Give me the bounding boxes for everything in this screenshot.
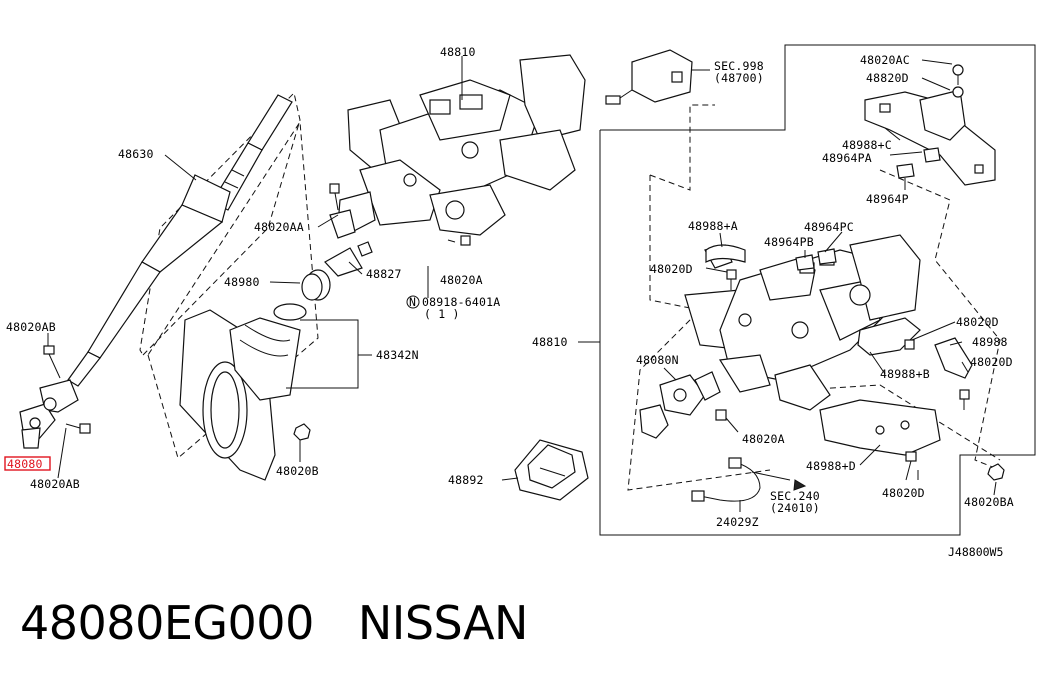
label-48892: 48892 [448, 473, 484, 487]
bracket-48988A [705, 244, 746, 290]
part-number: 48080EG000 [20, 596, 314, 650]
label-48988B: 48988+B [880, 367, 930, 381]
part-caption: 48080EG000 NISSAN [20, 596, 528, 650]
column-assembly-right [684, 234, 921, 411]
label-48964PC: 48964PC [804, 220, 854, 234]
brand-name: NISSAN [357, 596, 529, 650]
label-48020BA: 48020BA [964, 495, 1014, 509]
label-48020AB-bottom: 48020AB [30, 477, 80, 491]
nut-48020B [293, 423, 311, 441]
label-48020AB-left: 48020AB [6, 320, 56, 334]
label-08918: 08918-6401A [422, 295, 500, 309]
pad-48964PB [795, 254, 815, 271]
label-48342N: 48342N [376, 348, 419, 362]
label-48820D: 48820D [866, 71, 909, 85]
label-48810-top: 48810 [440, 45, 476, 59]
label-48020D-c: 48020D [970, 355, 1013, 369]
universal-joint-48080N [639, 371, 721, 439]
label-48080N: 48080N [636, 353, 679, 367]
bracket-48988C [864, 64, 996, 186]
seal-48980 [273, 269, 331, 321]
label-48630: 48630 [118, 147, 154, 161]
leader-lines [47, 56, 997, 512]
label-48964PA: 48964PA [822, 151, 872, 165]
label-24029Z: 24029Z [716, 515, 759, 529]
nut-48020BA [987, 463, 1005, 481]
label-48988C: 48988+C [842, 138, 892, 152]
cover-48892 [514, 439, 589, 501]
label-sec240-ref: (24010) [770, 501, 820, 515]
label-48020AA: 48020AA [254, 220, 304, 234]
universal-joint [19, 379, 79, 449]
label-48020D-d: 48020D [882, 486, 925, 500]
label-08918-qty: ( 1 ) [424, 307, 460, 321]
label-48827: 48827 [366, 267, 402, 281]
label-48020B: 48020B [276, 464, 319, 478]
column-assembly-dashed-frame [147, 120, 319, 459]
bracket-48988D [819, 399, 941, 456]
label-48988: 48988 [972, 335, 1008, 349]
label-sec998-ref: (48700) [714, 71, 764, 85]
bolt-48020AB-bottom [65, 423, 91, 434]
label-48020D-b: 48020D [956, 315, 999, 329]
steering-shaft [67, 94, 293, 387]
clip-48988 [934, 337, 973, 410]
pad-48964P [896, 163, 915, 179]
label-48080: 48080 [7, 457, 43, 471]
column-cover [179, 309, 301, 481]
column-assembly-top [329, 54, 586, 239]
label-48020D-a: 48020D [650, 262, 693, 276]
label-48988A: 48988+A [688, 219, 738, 233]
right-assembly-dashed-frame-2 [627, 175, 771, 491]
module-sec998 [605, 49, 693, 105]
bolt-48020AA [329, 183, 340, 211]
label-N-symbol: N [409, 295, 416, 309]
label-48810-side: 48810 [532, 335, 568, 349]
highlighted-part-box [4, 456, 51, 471]
bracket-48827 [324, 241, 373, 277]
right-assembly-dashed-frame-3 [879, 169, 1001, 471]
label-sec998: SEC.998 [714, 59, 764, 73]
label-sec240: SEC.240 [770, 489, 820, 503]
label-48964P: 48964P [866, 192, 909, 206]
right-assembly-dashed-frame [649, 104, 715, 191]
pad-48964PA [923, 147, 941, 163]
bracket-48988B [857, 317, 921, 356]
harness-24029Z [691, 457, 807, 502]
bolt-48020D-bottom [905, 451, 917, 481]
column-shaft-dashed-frame [139, 91, 301, 356]
label-48020AC: 48020AC [860, 53, 910, 67]
diagram-code: J48800W5 [948, 545, 1003, 559]
bolt-48020A-top [447, 235, 471, 246]
pad-48964PC [817, 248, 837, 265]
subassembly-boundary [599, 44, 1036, 536]
right-assembly-dashed-frame-4 [799, 384, 1001, 461]
label-48020A-top: 48020A [440, 273, 483, 287]
label-48020A-bottom: 48020A [742, 432, 785, 446]
label-48980: 48980 [224, 275, 260, 289]
label-48964PB: 48964PB [764, 235, 814, 249]
label-48988D: 48988+D [806, 459, 856, 473]
bolt-48020A-bottom [715, 409, 739, 433]
bolt-48020AB-left [43, 345, 61, 379]
